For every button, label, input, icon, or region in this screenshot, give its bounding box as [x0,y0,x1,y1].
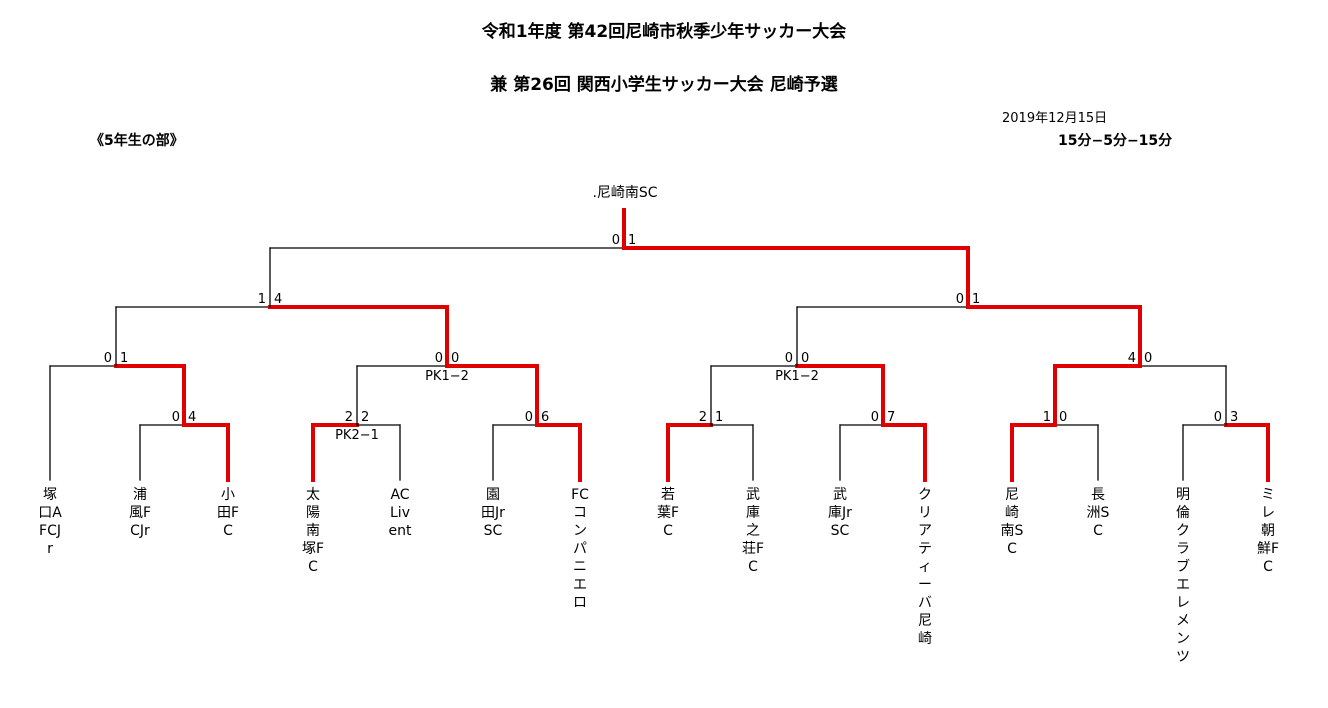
team-name: 尼崎南SC [1000,487,1024,557]
team-name: 武庫之荘FC [741,487,765,575]
team-name: 塚口AFCJr [38,487,62,557]
m5-score-left: 0 [871,410,879,425]
m5-score-right: 7 [887,410,895,425]
team-name: 園田JrSC [481,487,505,539]
m10-score-left: 0 [785,351,793,366]
m3-score-left: 0 [525,410,533,425]
division-label: 《5年生の部》 [90,133,184,149]
m2-pk-result: PK2−1 [335,428,379,443]
team-name: クリアティーバ尼崎 [918,487,932,647]
m1-score-right: 4 [188,410,196,425]
team-name: AC Livent [388,487,412,539]
m9-pk-result: PK1−2 [425,369,469,384]
m12-score-right: 4 [274,292,282,307]
m4-score-right: 1 [715,410,723,425]
m8-score-right: 1 [120,351,128,366]
team-name: 武庫JrSC [828,487,852,539]
team-name: 長洲SC [1086,487,1110,539]
m8-score-left: 0 [104,351,112,366]
event-date: 2019年12月15日 [1002,111,1108,126]
team-name: 太陽南塚FC [301,487,325,575]
m10-pk-result: PK1−2 [775,369,819,384]
m4-score-left: 2 [699,410,707,425]
m2-score-right: 2 [361,410,369,425]
m12-score-left: 1 [258,292,266,307]
m7-score-left: 0 [1214,410,1222,425]
m6-score-right: 0 [1059,410,1067,425]
team-name: 浦風FCJr [128,487,152,539]
m11-score-left: 4 [1128,351,1136,366]
match-timing: 15分−5分−15分 [1058,133,1173,149]
tournament-subtitle: 兼 第26回 関西小学生サッカー大会 尼崎予選 [490,75,838,95]
m2-score-left: 2 [345,410,353,425]
team-name: ミレ朝鮮FC [1256,487,1280,575]
team-name: 小田FC [216,487,240,539]
m13-score-left: 0 [956,292,964,307]
m10-score-right: 0 [801,351,809,366]
team-name: 明倫クラブエレメンツ [1176,487,1190,665]
final-score-left: 0 [612,233,620,248]
tournament-title: 令和1年度 第42回尼崎市秋季少年サッカー大会 [481,22,847,42]
m11-score-right: 0 [1144,351,1152,366]
team-name: 若葉FC [656,487,680,539]
m3-score-right: 6 [541,410,549,425]
m6-score-left: 1 [1043,410,1051,425]
m13-score-right: 1 [972,292,980,307]
m1-score-left: 0 [172,410,180,425]
m9-score-right: 0 [451,351,459,366]
m7-score-right: 3 [1230,410,1238,425]
final-score-right: 1 [628,233,636,248]
team-name: FCコンパニエロ [571,487,589,611]
m9-score-left: 0 [435,351,443,366]
champion-label: .尼崎南SC [592,185,658,201]
